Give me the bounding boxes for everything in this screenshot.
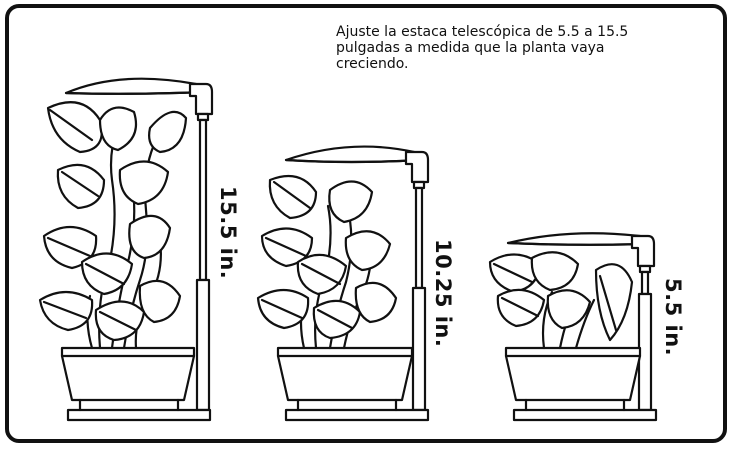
caption-line-3: creciendo. [336, 56, 409, 72]
height-label-5-5: 5.5 in. [661, 278, 685, 357]
caption-line-2: pulgadas a medida que la planta vaya [336, 40, 605, 56]
height-label-15-5: 15.5 in. [216, 186, 240, 280]
instruction-caption: Ajuste la estaca telescópica de 5.5 a 15… [336, 24, 696, 72]
tall-plant-with-grow-light-icon [38, 77, 214, 422]
medium-plant-with-grow-light-icon [256, 145, 430, 422]
height-label-10-25: 10.25 in. [431, 239, 455, 348]
caption-line-1: Ajuste la estaca telescópica de 5.5 a 15… [336, 24, 629, 40]
short-plant-with-grow-light-icon [488, 232, 658, 422]
